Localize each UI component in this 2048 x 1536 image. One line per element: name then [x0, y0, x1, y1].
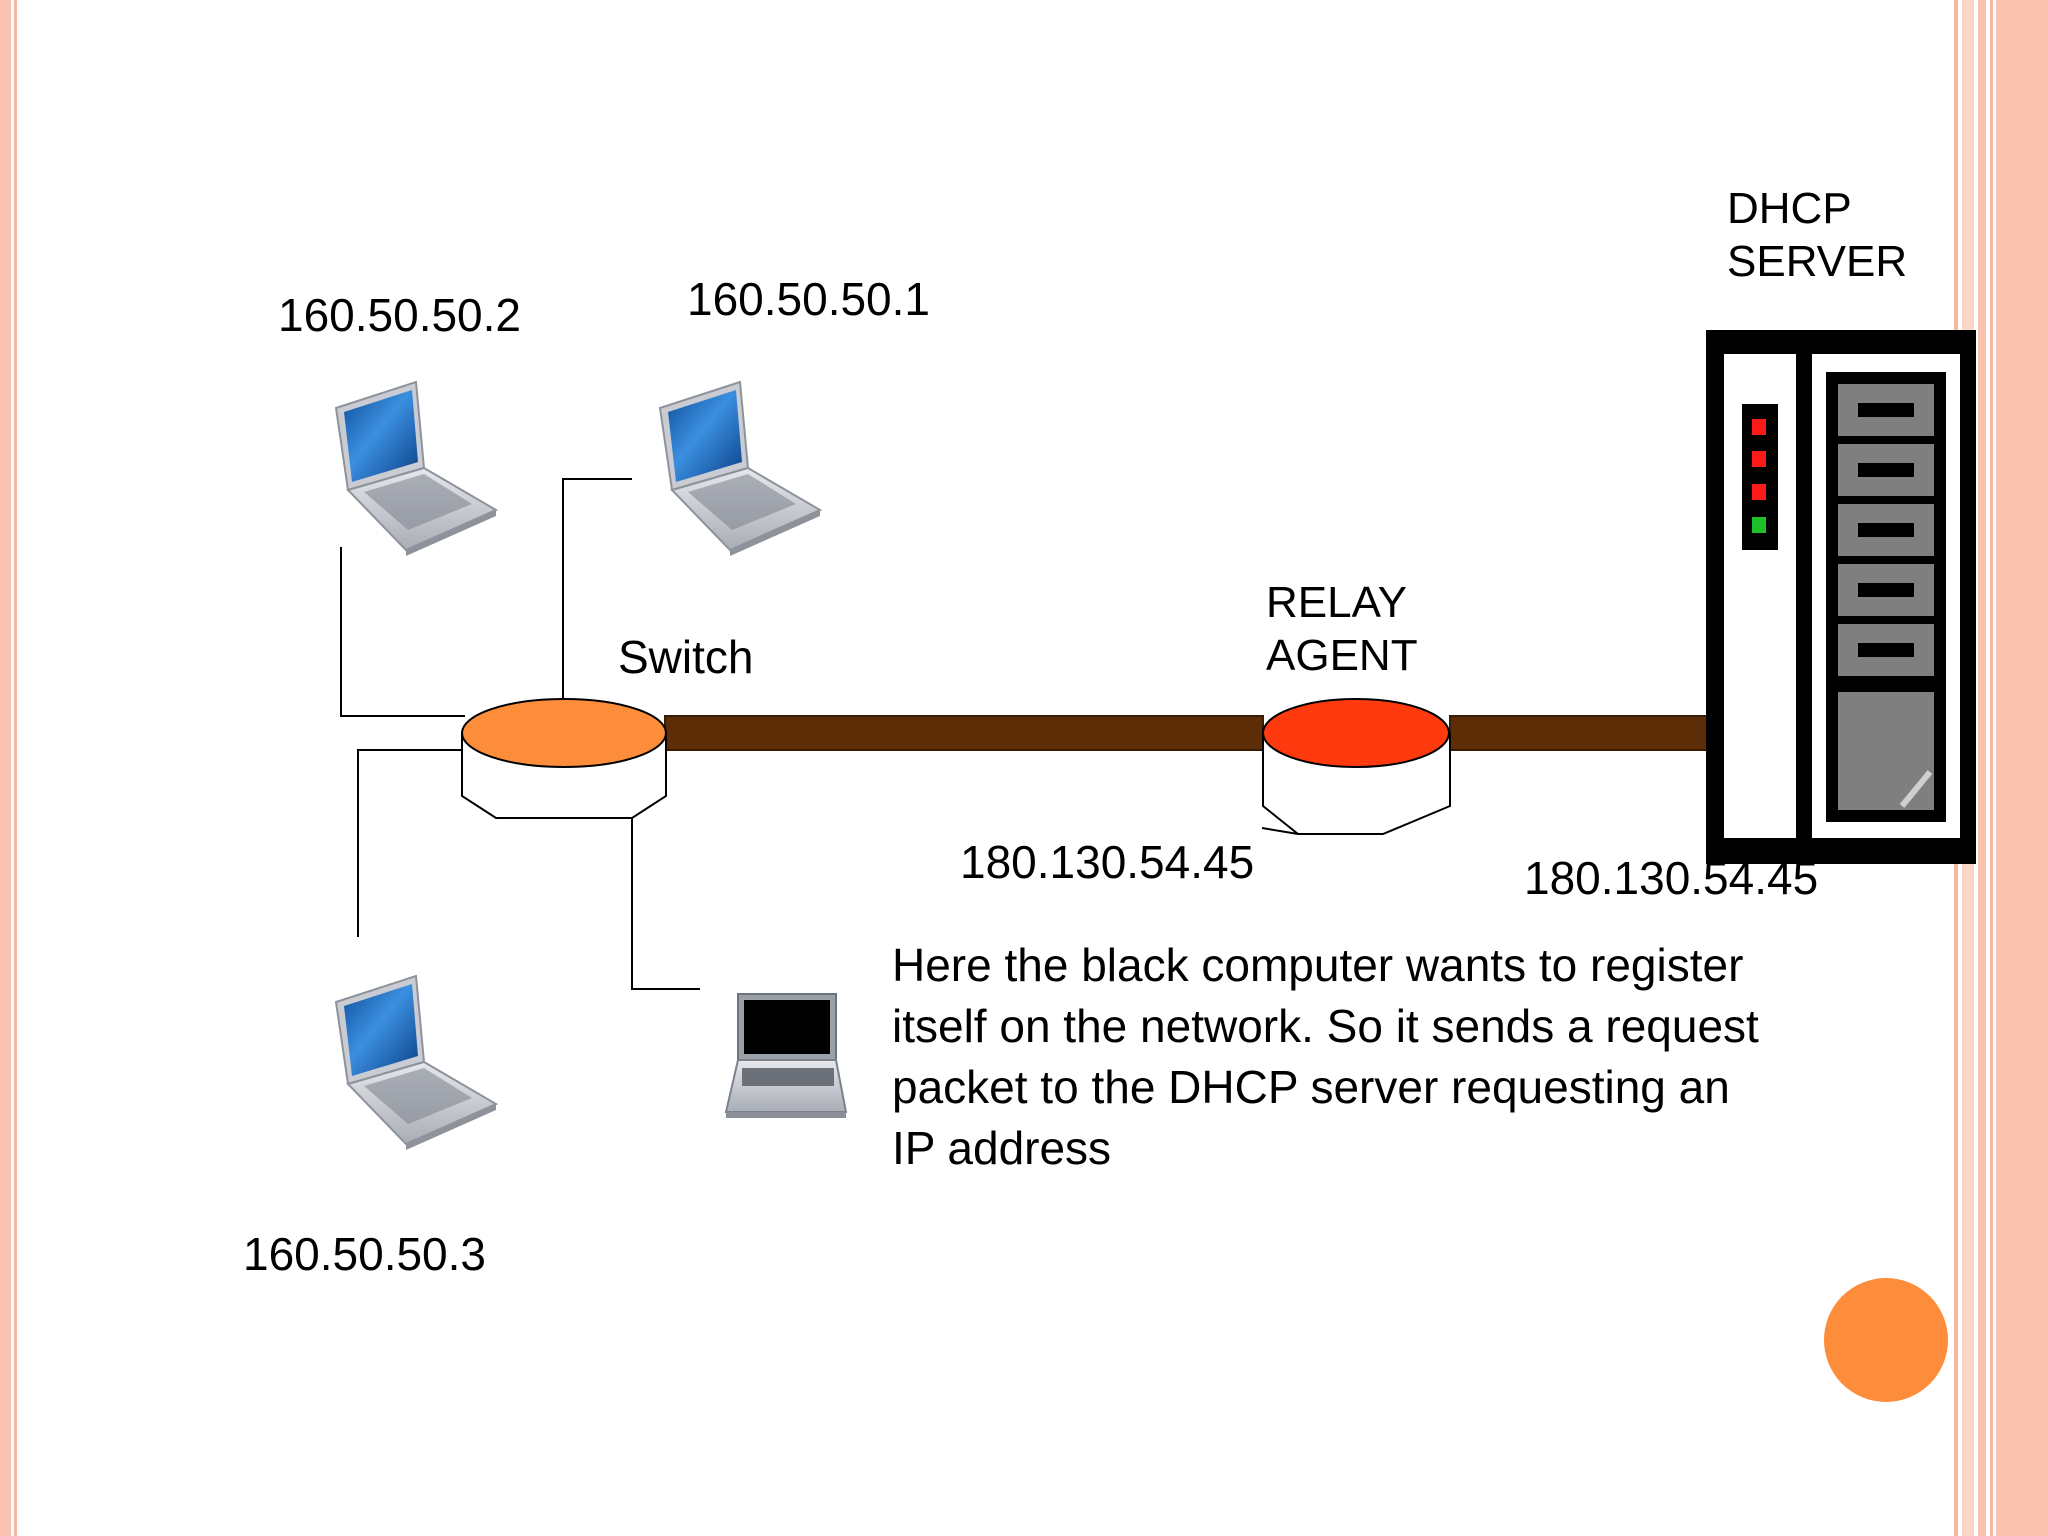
dhcp-server-label-line2: SERVER	[1727, 237, 1908, 286]
line-switch-to-black-laptop	[631, 770, 700, 990]
accent-dot	[1824, 1278, 1948, 1402]
relay-agent-label-line2: AGENT	[1266, 631, 1418, 680]
laptop-top-left-icon	[335, 381, 497, 557]
led-green	[1752, 517, 1766, 533]
description-line-3: packet to the DHCP server requesting an	[892, 1061, 1730, 1113]
relay-agent-label: RELAY AGENT	[1266, 576, 1418, 682]
ip-label-top-left: 160.50.50.2	[278, 289, 522, 341]
ip-label-top-mid: 160.50.50.1	[687, 273, 931, 325]
relay-agent-label-line1: RELAY	[1266, 578, 1408, 627]
description-line-2: itself on the network. So it sends a req…	[892, 1000, 1759, 1052]
led-red-2	[1752, 451, 1766, 467]
led-red-1	[1752, 419, 1766, 435]
line-switch-to-laptop-top-left	[340, 547, 465, 717]
relay-agent-device	[1261, 698, 1451, 835]
description-text: Here the black computer wants to registe…	[892, 935, 1942, 1179]
connection-lines	[340, 478, 700, 990]
description-line-4: IP address	[892, 1122, 1112, 1174]
link-switch-to-relay	[664, 715, 1264, 751]
switch-device	[461, 698, 667, 819]
line-switch-to-laptop-top-mid	[562, 478, 632, 700]
laptop-bottom-left-icon	[335, 975, 497, 1151]
link-relay-to-server	[1449, 715, 1711, 751]
dhcp-server-ip-label: 180.130.54.45	[1524, 852, 1819, 904]
switch-label: Switch	[618, 631, 754, 683]
dhcp-server-device	[1706, 330, 1976, 864]
description-line-1: Here the black computer wants to registe…	[892, 939, 1744, 991]
dhcp-server-label: DHCP SERVER	[1727, 182, 1907, 288]
relay-agent-ip-label: 180.130.54.45	[960, 836, 1255, 888]
ip-label-bottom-left: 160.50.50.3	[243, 1228, 487, 1280]
black-laptop-icon	[724, 993, 848, 1118]
dhcp-server-label-line1: DHCP	[1727, 184, 1852, 233]
laptop-top-mid-icon	[659, 381, 821, 557]
led-red-3	[1752, 484, 1766, 500]
line-switch-to-laptop-bottom-left	[357, 749, 465, 937]
